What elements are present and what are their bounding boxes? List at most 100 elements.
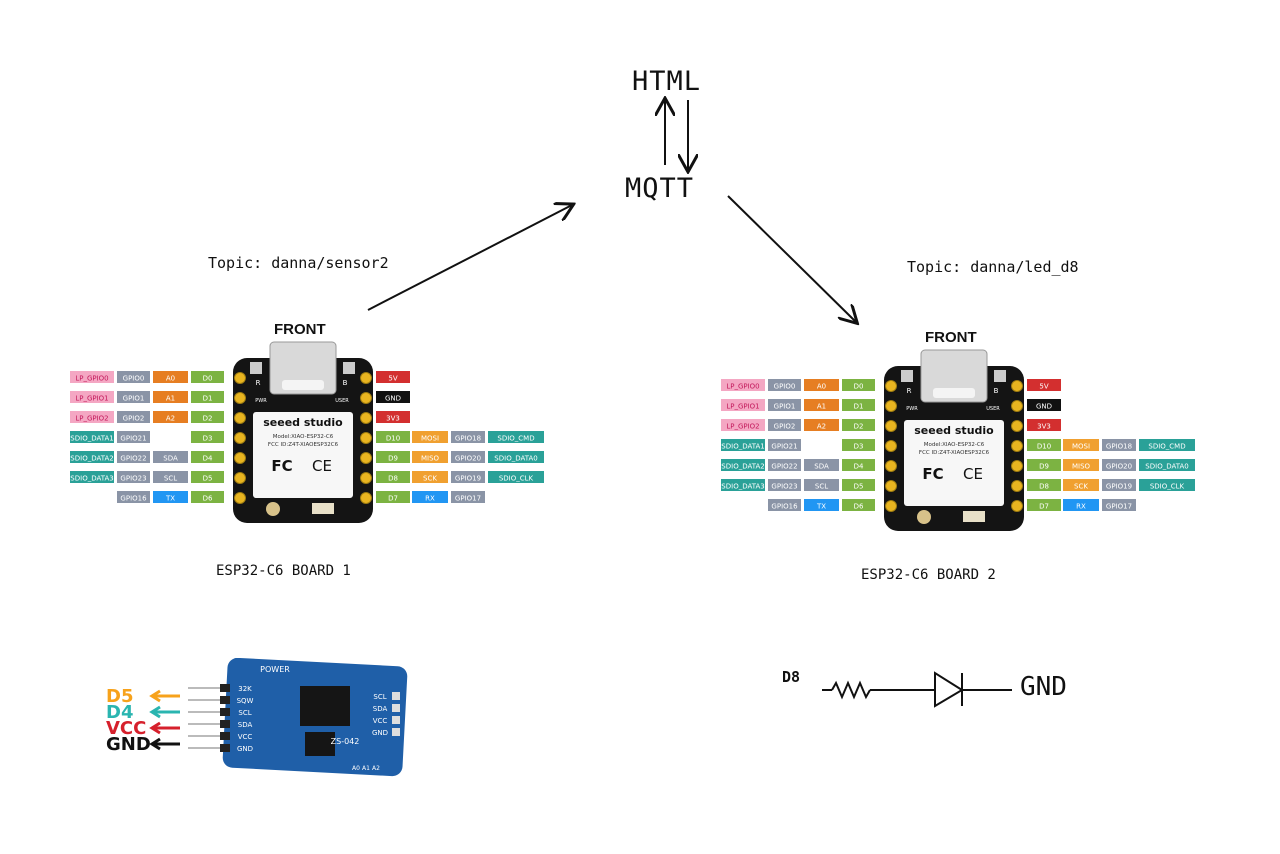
html-label: HTML (632, 66, 702, 97)
pin-label: A0 (166, 375, 175, 383)
wire-label: D5 (106, 686, 133, 707)
pin-label-bg (376, 471, 410, 483)
pin-label: GPIO20 (1106, 463, 1132, 471)
pin-label-bg (376, 431, 410, 443)
pin-label-bg (117, 431, 150, 443)
pin-pad-right (360, 392, 372, 404)
pin-label: GPIO17 (455, 495, 481, 503)
pin-label: D5 (203, 475, 213, 483)
pin-label-bg (153, 411, 188, 423)
board-model: Model:XIAO-ESP32-C6 (924, 442, 985, 448)
pwr-label: PWR (255, 398, 267, 404)
pin-label-bg (191, 411, 224, 423)
pin-label-bg (488, 451, 544, 463)
board-model: Model:XIAO-ESP32-C6 (273, 434, 334, 440)
pin-label-bg (117, 491, 150, 503)
pin-label: LP_GPIO2 (75, 415, 108, 423)
pin-label-bg (721, 459, 765, 471)
shield-can (904, 420, 1004, 506)
pin-label: GPIO20 (455, 455, 481, 463)
rtc-chip (300, 686, 350, 726)
pin-label-bg (768, 459, 801, 471)
pin-label-bg (1063, 499, 1099, 511)
pin-label: SDIO_DATA2 (70, 455, 113, 463)
reset-button (250, 362, 262, 374)
pin-label: GPIO21 (771, 443, 797, 451)
reset-button (901, 370, 913, 382)
pin-label-bg (842, 459, 875, 471)
pin-label-bg (1063, 459, 1099, 471)
pin-label: SDIO_CMD (1148, 443, 1185, 451)
pin-pad-right (360, 372, 372, 384)
pin-label-bg (1102, 479, 1136, 491)
rtc-pin-header (220, 744, 230, 752)
pin-label: LP_GPIO1 (75, 395, 108, 403)
pin-label: GPIO2 (123, 415, 145, 423)
pin-label-bg (70, 391, 114, 403)
pin-pad-left (234, 472, 246, 484)
pin-label: D2 (854, 423, 864, 431)
pin-label: SDIO_DATA1 (721, 443, 764, 451)
pin-pad-left (234, 432, 246, 444)
rtc-pin-header (220, 696, 230, 704)
pin-label-bg (70, 471, 114, 483)
board-brand: seeed studio (914, 424, 994, 437)
pin-label: MISO (421, 455, 440, 463)
board1-front-label: FRONT (274, 321, 326, 338)
pin-label: A0 (817, 383, 826, 391)
mqtt-label: MQTT (625, 173, 695, 204)
pin-label-bg (804, 459, 839, 471)
pin-label: 3V3 (1037, 423, 1051, 431)
pin-pad-right (360, 492, 372, 504)
pin-label: GPIO16 (120, 495, 147, 503)
pin-label-bg (804, 399, 839, 411)
rtc-power-label: POWER (260, 665, 290, 674)
pin-pad-left (885, 420, 897, 432)
rtc-addr-label: A0 (352, 765, 360, 772)
pin-pad-right (1011, 460, 1023, 472)
wire-arrow-head (149, 737, 161, 751)
pin-label-bg (768, 439, 801, 451)
pin-label: GPIO22 (771, 463, 797, 471)
pin-label-bg (1102, 459, 1136, 471)
pin-label: D0 (203, 375, 213, 383)
pin-label: GPIO17 (1106, 503, 1132, 511)
pin-pad-left (885, 480, 897, 492)
wire-label: GND (106, 734, 151, 755)
led-circuit (822, 671, 1012, 708)
pin-label: GPIO1 (123, 395, 145, 403)
pin-label-bg (804, 499, 839, 511)
pin-pad-right (1011, 440, 1023, 452)
pin-label-bg (1027, 459, 1061, 471)
pin-label-bg (412, 451, 448, 463)
pin-label: SDIO_DATA0 (494, 455, 537, 463)
pin-label: MISO (1072, 463, 1091, 471)
pin-pad-left (234, 372, 246, 384)
pin-label: SCK (1074, 483, 1088, 491)
rtc-pin-label: SCL (238, 709, 251, 717)
rtc-pin-label: SDA (238, 721, 253, 729)
pin-label-bg (1027, 399, 1061, 411)
pin-pad-left (885, 500, 897, 512)
pin-label-bg (153, 371, 188, 383)
pin-label: D3 (203, 435, 213, 443)
pin-label: GPIO0 (123, 375, 145, 383)
wire-arrow-head (149, 689, 161, 703)
led-pin-label: D8 (782, 668, 801, 686)
pin-label: GPIO16 (771, 503, 798, 511)
wire-label: D4 (106, 702, 133, 723)
arrow-board1-to-mqtt (367, 205, 572, 311)
pin-label-bg (1027, 419, 1061, 431)
pin-label-bg (1139, 479, 1195, 491)
pin-label-bg (153, 451, 188, 463)
pin-pad-right (360, 472, 372, 484)
pin-pad-left (885, 460, 897, 472)
pin-label: D6 (854, 503, 864, 511)
pin-pad-left (234, 392, 246, 404)
pin-label-bg (153, 391, 188, 403)
pin-label: GND (385, 395, 401, 403)
boot-button (343, 362, 355, 374)
pin-pad-right (360, 412, 372, 424)
pin-label-bg (721, 379, 765, 391)
pin-label: SDA (814, 463, 829, 471)
